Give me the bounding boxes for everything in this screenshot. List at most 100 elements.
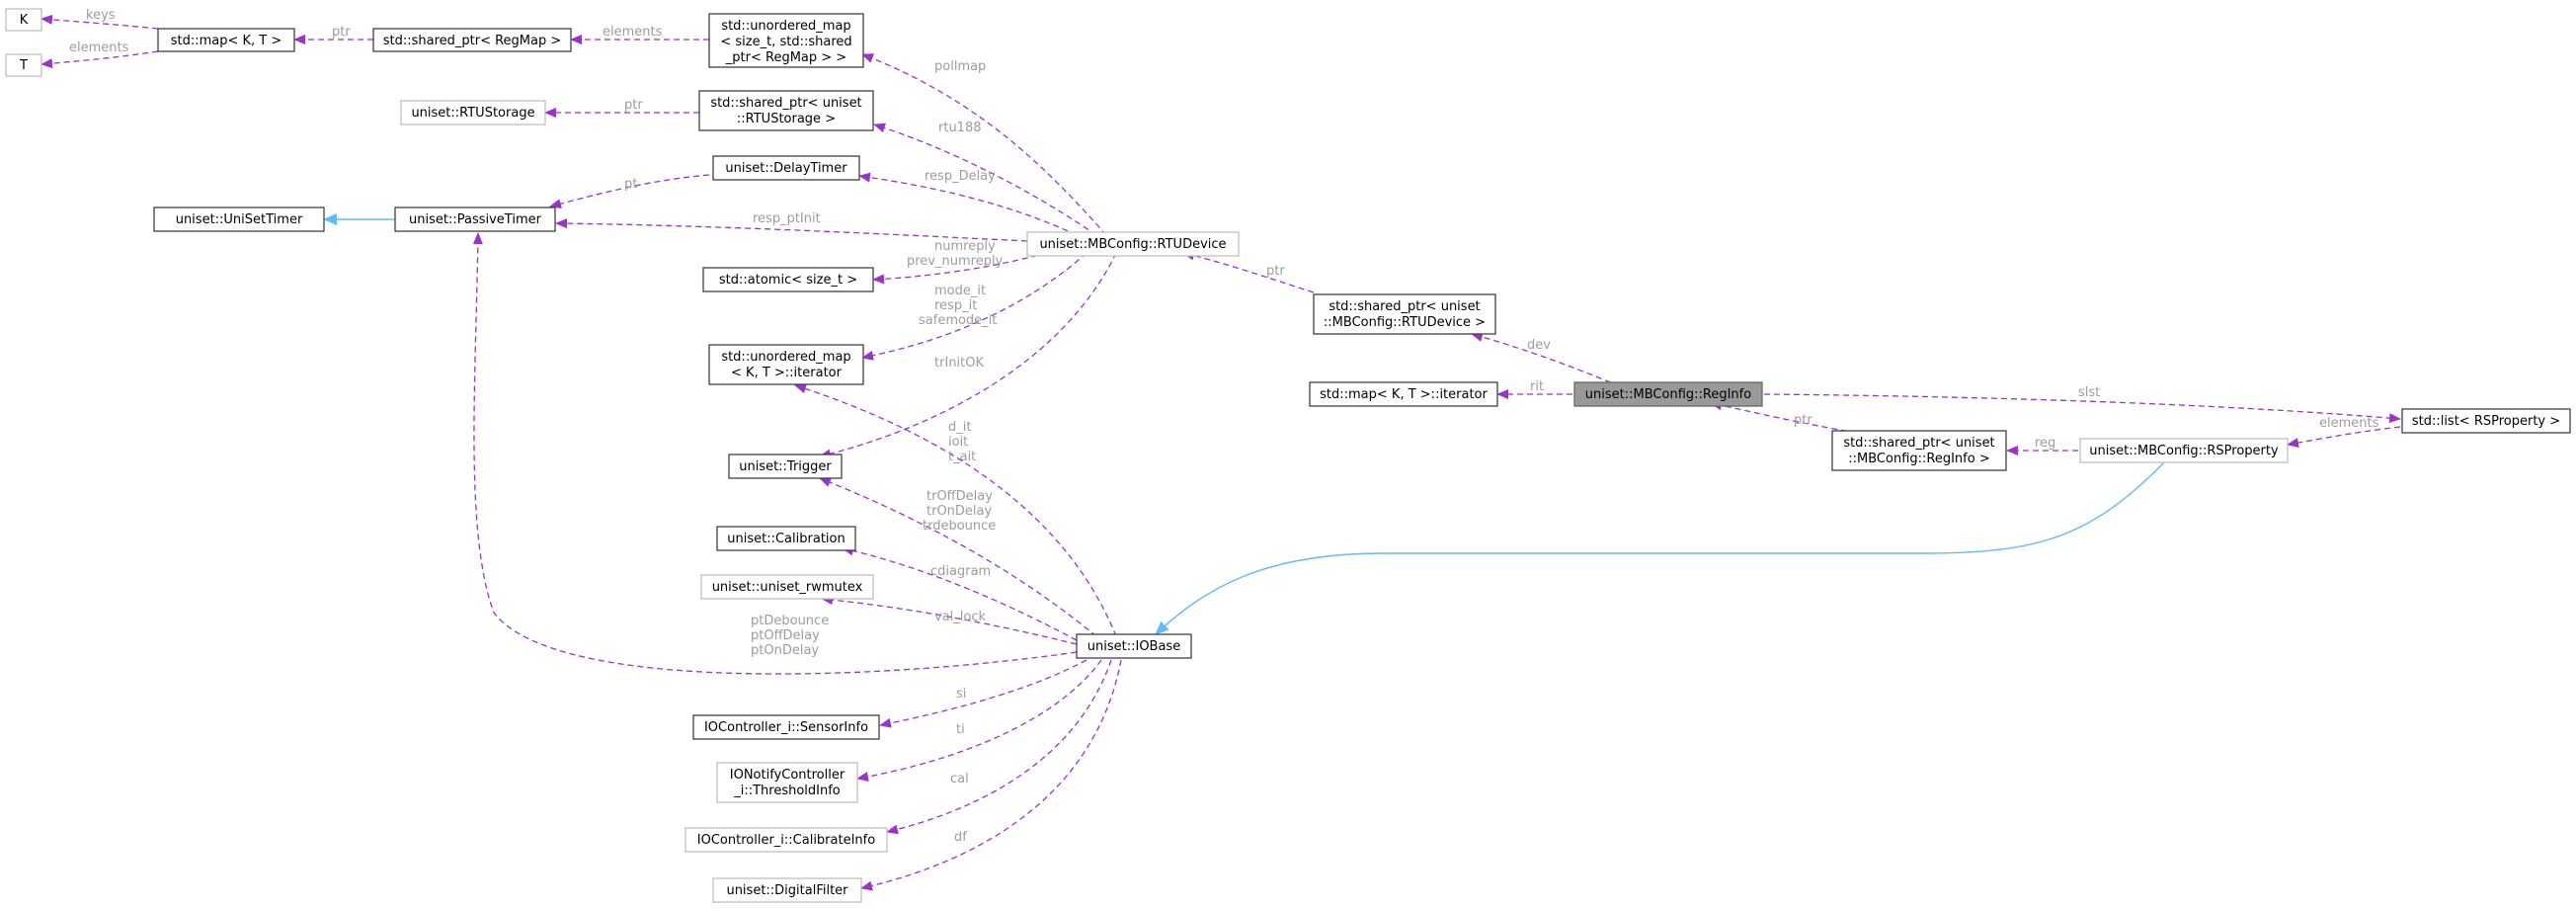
node-thresholdinfo[interactable]: IONotifyController _i::ThresholdInfo xyxy=(716,762,858,803)
svg-text:std::shared_ptr< uniset: std::shared_ptr< uniset xyxy=(710,96,861,111)
edge-label-troffdelay-3: trdebounce xyxy=(923,519,996,534)
edge-label-mode-it-3: safemode_it xyxy=(919,313,997,328)
svg-text:uniset::PassiveTimer: uniset::PassiveTimer xyxy=(409,212,542,227)
node-k[interactable]: K xyxy=(5,8,42,32)
node-sensorinfo[interactable]: IOController_i::SensorInfo xyxy=(692,714,880,740)
svg-text:::RTUStorage >: ::RTUStorage > xyxy=(737,112,836,126)
edge-label-troffdelay-1: trOffDelay xyxy=(926,489,993,504)
svg-text:uniset::MBConfig::RegInfo: uniset::MBConfig::RegInfo xyxy=(1585,387,1751,402)
edge-trinitok xyxy=(819,252,1117,459)
edge-label-keys: keys xyxy=(86,8,116,23)
edge-pollmap xyxy=(861,53,1107,236)
edge-inherit-iobase xyxy=(1155,460,2166,635)
edge-label-ptdebounce-2: ptOffDelay xyxy=(751,628,820,643)
node-list-rsproperty[interactable]: std::list< RSProperty > xyxy=(2401,408,2571,434)
node-rtustorage[interactable]: uniset::RTUStorage xyxy=(400,100,546,125)
node-shared-rtustorage[interactable]: std::shared_ptr< uniset ::RTUStorage > xyxy=(698,90,874,131)
node-iobase[interactable]: uniset::IOBase xyxy=(1076,633,1192,659)
svg-text:uniset::IOBase: uniset::IOBase xyxy=(1087,639,1180,654)
svg-text:std::unordered_map: std::unordered_map xyxy=(721,19,850,34)
node-reginfo[interactable]: uniset::MBConfig::RegInfo xyxy=(1573,381,1763,407)
edge-label-numreply-1: numreply xyxy=(934,239,996,254)
node-delaytimer[interactable]: uniset::DelayTimer xyxy=(712,155,860,181)
node-calibrateinfo[interactable]: IOController_i::CalibrateInfo xyxy=(684,827,888,853)
svg-text:std::map< K, T >::iterator: std::map< K, T >::iterator xyxy=(1320,387,1488,402)
node-rtudevice[interactable]: uniset::MBConfig::RTUDevice xyxy=(1026,231,1240,257)
edge-label-troffdelay-2: trOnDelay xyxy=(926,504,993,519)
svg-text:uniset::DigitalFilter: uniset::DigitalFilter xyxy=(726,883,848,898)
node-unordered-map-regmap[interactable]: std::unordered_map < size_t, std::shared… xyxy=(708,13,864,68)
node-rwmutex[interactable]: uniset::uniset_rwmutex xyxy=(700,574,874,600)
edge-ptdebounce xyxy=(472,232,1078,675)
edge-label-ptr-reginfo: ptr xyxy=(1794,413,1812,428)
node-calibration[interactable]: uniset::Calibration xyxy=(716,526,856,551)
edge-label-resp-ptinit: resp_ptInit xyxy=(753,211,821,226)
node-t[interactable]: T xyxy=(5,53,42,77)
edge-label-mode-it-1: mode_it xyxy=(934,284,986,298)
edge-keys xyxy=(40,14,159,30)
svg-text:uniset::UniSetTimer: uniset::UniSetTimer xyxy=(176,212,303,227)
svg-text:std::unordered_map: std::unordered_map xyxy=(721,350,850,365)
edge-numreply xyxy=(872,252,1048,285)
svg-text:uniset::MBConfig::RTUDevice: uniset::MBConfig::RTUDevice xyxy=(1039,237,1226,252)
edge-rtu188 xyxy=(873,123,1097,236)
edge-label-ptr-map: ptr xyxy=(332,25,351,40)
edge-label-elements-regmap: elements xyxy=(603,25,663,40)
edge-troffdelay xyxy=(819,477,1097,637)
node-shared-regmap[interactable]: std::shared_ptr< RegMap > xyxy=(372,28,572,52)
node-shared-rtudevice[interactable]: std::shared_ptr< uniset ::MBConfig::RTUD… xyxy=(1313,293,1496,335)
edge-val-lock xyxy=(821,595,1078,645)
node-trigger[interactable]: uniset::Trigger xyxy=(728,454,843,479)
edge-label-dev: dev xyxy=(1527,338,1551,353)
svg-text:std::map< K, T >: std::map< K, T > xyxy=(171,34,282,48)
svg-text:uniset::uniset_rwmutex: uniset::uniset_rwmutex xyxy=(712,580,863,595)
nodes: K T std::map< K, T > std::shared_ptr< Re… xyxy=(5,8,2571,903)
edge-label-ptr-rtustorage: ptr xyxy=(624,98,643,113)
edge-label-resp-delay: resp_Delay xyxy=(925,169,996,184)
edge-label-d-it-1: d_it xyxy=(948,420,971,435)
edge-label-ti: ti xyxy=(956,722,965,737)
svg-text:std::shared_ptr< RegMap >: std::shared_ptr< RegMap > xyxy=(383,34,562,48)
edge-label-ptdebounce-3: ptOnDelay xyxy=(751,643,819,658)
svg-text:std::atomic< size_t >: std::atomic< size_t > xyxy=(719,273,857,288)
node-unisettimer[interactable]: uniset::UniSetTimer xyxy=(153,207,325,232)
svg-text:uniset::MBConfig::RSProperty: uniset::MBConfig::RSProperty xyxy=(2089,444,2279,458)
edge-d-it xyxy=(794,383,1117,637)
node-atomic[interactable]: std::atomic< size_t > xyxy=(702,267,874,292)
node-passivetimer[interactable]: uniset::PassiveTimer xyxy=(394,207,556,232)
edge-elements-rsproperty xyxy=(2287,426,2401,449)
edge-si xyxy=(879,659,1087,728)
node-map-iterator[interactable]: std::map< K, T >::iterator xyxy=(1309,381,1498,407)
svg-text:std::shared_ptr< uniset: std::shared_ptr< uniset xyxy=(1843,436,1994,451)
node-rsproperty[interactable]: uniset::MBConfig::RSProperty xyxy=(2079,438,2289,463)
svg-text:uniset::RTUStorage: uniset::RTUStorage xyxy=(411,106,534,121)
svg-text:IOController_i::SensorInfo: IOController_i::SensorInfo xyxy=(704,720,868,735)
edge-label-reg: reg xyxy=(2035,436,2055,451)
edge-mode-it xyxy=(861,252,1087,361)
edge-label-ptdebounce-1: ptDebounce xyxy=(751,614,829,628)
edge-dev xyxy=(1471,332,1621,387)
edge-label-pollmap: pollmap xyxy=(934,59,986,74)
node-unordered-map-iterator[interactable]: std::unordered_map < K, T >::iterator xyxy=(708,344,864,385)
edge-label-elements-t: elements xyxy=(69,41,129,55)
svg-text:uniset::Trigger: uniset::Trigger xyxy=(739,459,832,474)
svg-text:IOController_i::CalibrateInfo: IOController_i::CalibrateInfo xyxy=(697,833,875,848)
svg-text:< K, T >::iterator: < K, T >::iterator xyxy=(731,366,843,380)
edge-ti xyxy=(856,659,1102,783)
edge-elements-t xyxy=(40,50,159,69)
svg-text:uniset::Calibration: uniset::Calibration xyxy=(727,532,845,546)
edge-label-d-it-3: t_ait xyxy=(948,450,976,464)
edge-ptr-rtudevice xyxy=(1182,250,1315,293)
node-digitalfilter[interactable]: uniset::DigitalFilter xyxy=(712,877,862,903)
svg-text:uniset::DelayTimer: uniset::DelayTimer xyxy=(725,161,847,176)
edge-label-elements-rsproperty: elements xyxy=(2319,416,2379,431)
node-map-kt[interactable]: std::map< K, T > xyxy=(157,28,295,52)
node-shared-reginfo[interactable]: std::shared_ptr< uniset ::MBConfig::RegI… xyxy=(1831,430,2007,471)
edge-label-cal: cal xyxy=(950,772,969,786)
edge-pt xyxy=(549,174,710,209)
edge-label-val-lock: val_lock xyxy=(934,610,986,624)
edge-label-trinitok: trInitOK xyxy=(934,356,984,371)
edge-resp-delay xyxy=(858,172,1078,236)
edge-cal xyxy=(886,659,1112,835)
edge-label-pt: pt xyxy=(624,177,637,192)
